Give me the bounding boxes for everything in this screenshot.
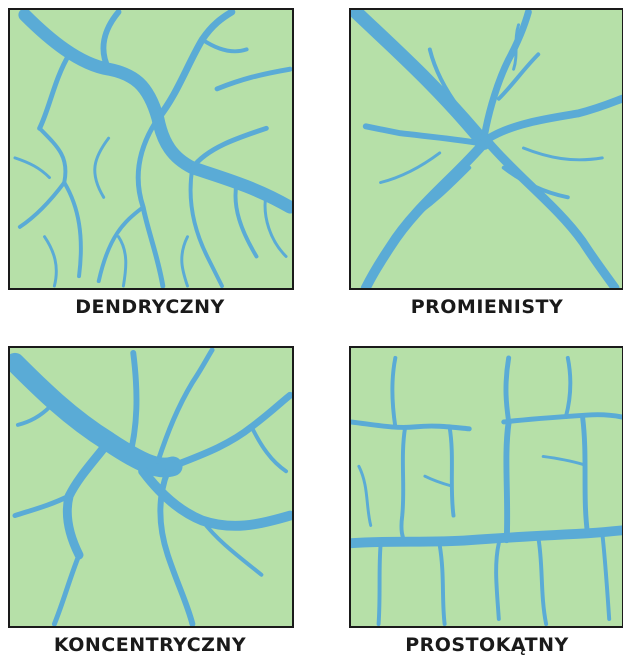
concentric-pattern-panel xyxy=(8,346,294,628)
panel-label-dendritic: DENDRYCZNY xyxy=(8,296,292,318)
rectangular-drainage-illustration xyxy=(351,348,622,626)
radial-pattern-panel xyxy=(349,8,623,290)
rectangular-pattern-panel xyxy=(349,346,623,628)
concentric-drainage-illustration xyxy=(10,348,292,626)
radial-drainage-illustration xyxy=(351,10,622,288)
panel-label-radial: PROMIENISTY xyxy=(345,296,623,318)
dendritic-pattern-panel xyxy=(8,8,294,290)
panel-label-rectangular: PROSTOKĄTNY xyxy=(345,634,623,656)
dendritic-drainage-illustration xyxy=(10,10,292,288)
panel-label-concentric: KONCENTRYCZNY xyxy=(8,634,292,656)
